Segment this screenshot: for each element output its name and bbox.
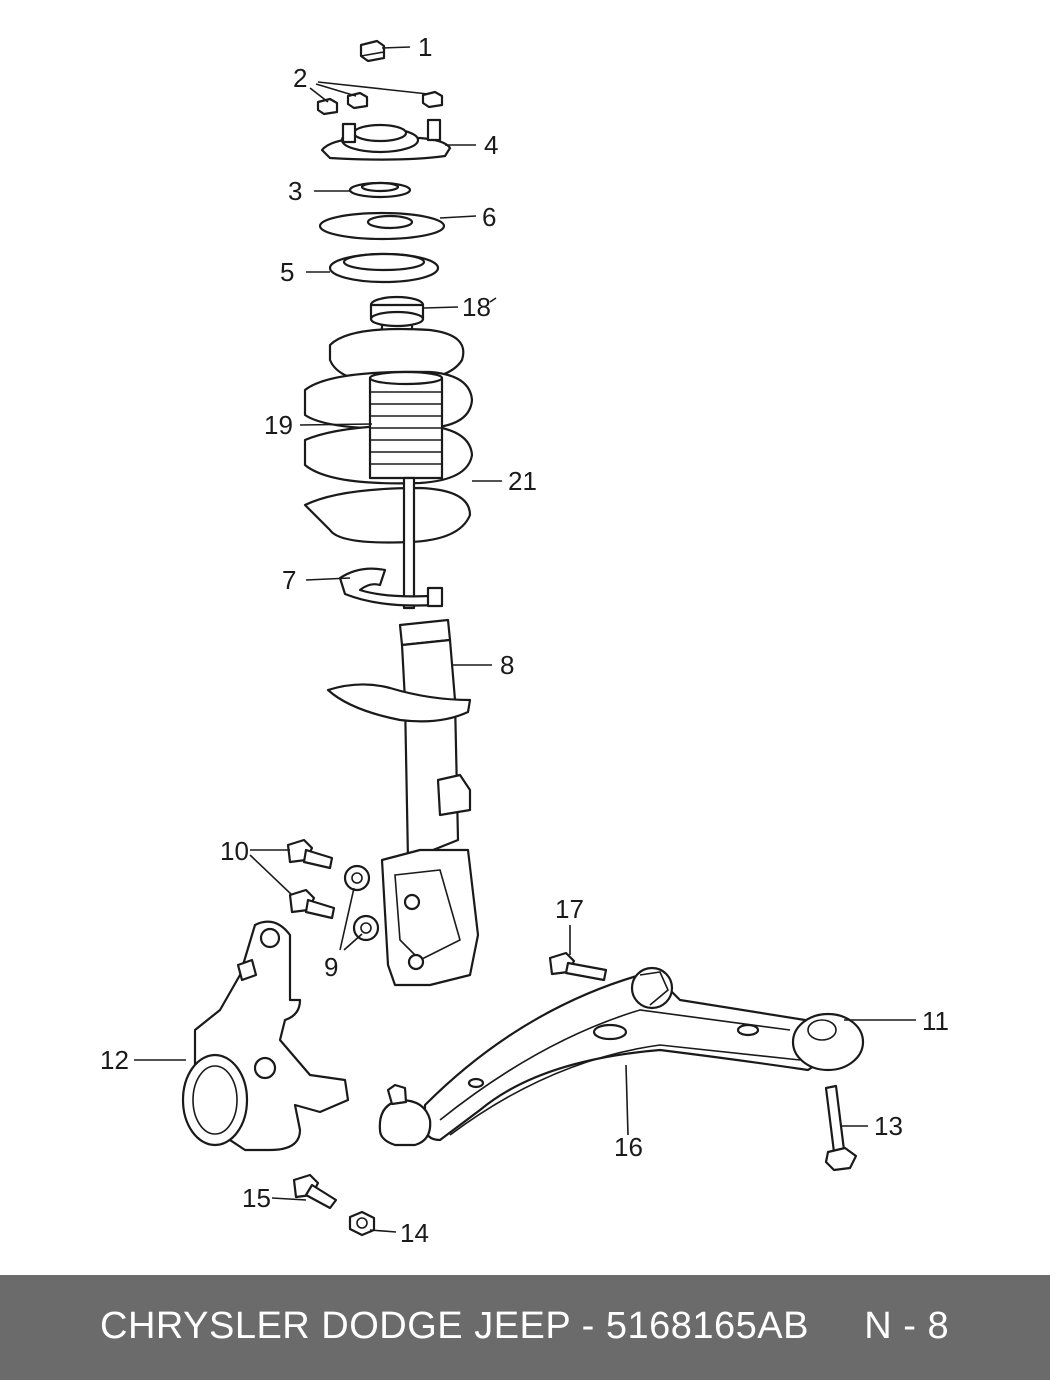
callout-7: 7 bbox=[282, 565, 296, 595]
callout-11: 11 bbox=[922, 1006, 949, 1036]
strut-piston-rod bbox=[402, 476, 416, 610]
part-4-strut-mount bbox=[320, 118, 452, 161]
part-19-dust-boot bbox=[368, 370, 444, 480]
part-16-lower-control-arm bbox=[378, 966, 865, 1147]
part-7-lower-isolator bbox=[338, 567, 444, 608]
callout-4: 4 bbox=[484, 130, 498, 160]
suspension-exploded-diagram: 1 2 3 4 5 6 7 8 9 10 11 12 13 14 15 16 1… bbox=[100, 32, 949, 1248]
callout-17: 17 bbox=[555, 894, 584, 924]
part-9-strut-nuts bbox=[343, 864, 380, 942]
callout-18: 18 bbox=[462, 292, 491, 322]
callout-6: 6 bbox=[482, 202, 496, 232]
callout-13: 13 bbox=[874, 1111, 903, 1141]
part-10-strut-bolts bbox=[286, 838, 336, 920]
callout-3: 3 bbox=[288, 176, 302, 206]
leader-lines bbox=[134, 46, 916, 1233]
callout-19: 19 bbox=[264, 410, 293, 440]
part-17-bolt bbox=[548, 951, 608, 982]
part-13-bolt bbox=[824, 1084, 858, 1172]
footer-bar: CHRYSLER DODGE JEEP - 5168165AB N - 8 bbox=[0, 1275, 1050, 1380]
part-1-top-nut bbox=[359, 39, 386, 63]
callout-10: 10 bbox=[220, 836, 249, 866]
callout-1: 1 bbox=[418, 32, 432, 62]
footer-caption: CHRYSLER DODGE JEEP - 5168165AB N - 8 bbox=[100, 1305, 950, 1347]
callout-2: 2 bbox=[293, 63, 307, 93]
part-12-knuckle bbox=[181, 920, 350, 1152]
part-14-nut bbox=[348, 1210, 376, 1237]
part-5-isolator bbox=[328, 252, 440, 284]
part-8-strut-body bbox=[326, 618, 480, 987]
callout-21: 21 bbox=[508, 466, 537, 496]
callout-14: 14 bbox=[400, 1218, 429, 1248]
part-15-bolt bbox=[292, 1173, 338, 1210]
part-6-upper-seat bbox=[318, 211, 446, 241]
callout-9: 9 bbox=[324, 952, 338, 982]
callout-16: 16 bbox=[614, 1132, 643, 1162]
part-3-bearing-plate bbox=[348, 181, 412, 199]
callout-5: 5 bbox=[280, 257, 294, 287]
callout-8: 8 bbox=[500, 650, 514, 680]
callout-labels: 1 2 3 4 5 6 7 8 9 10 11 12 13 14 15 16 1… bbox=[100, 32, 949, 1248]
callout-15: 15 bbox=[242, 1183, 271, 1213]
callout-12: 12 bbox=[100, 1045, 129, 1075]
part-2-mount-nuts bbox=[316, 90, 444, 116]
